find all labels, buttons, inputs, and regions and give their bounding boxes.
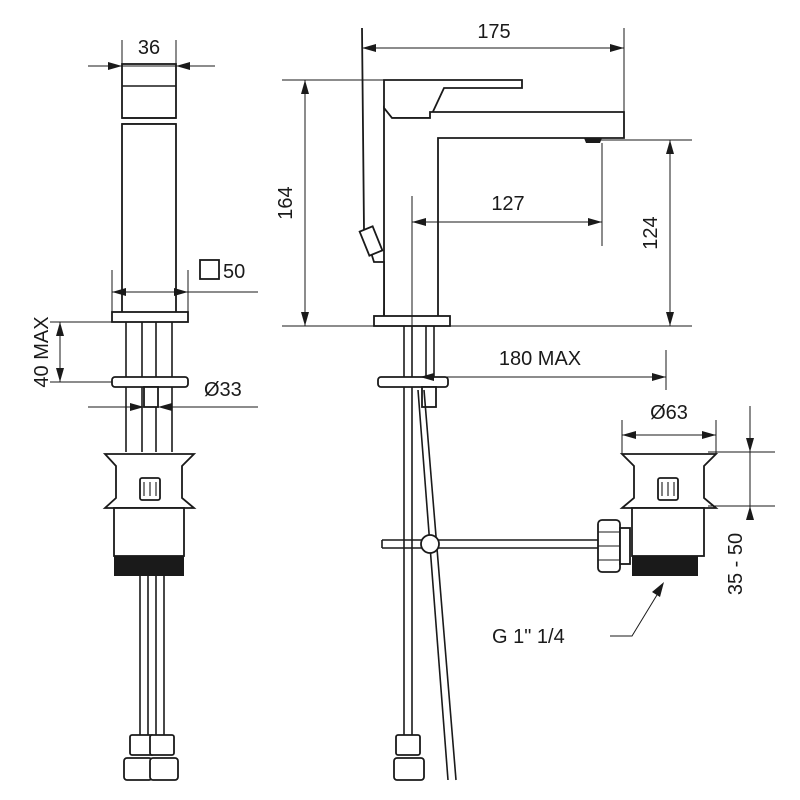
side-waste-thread	[632, 556, 698, 576]
side-view: 175 164 127 124	[275, 21, 775, 781]
dim-top-width: 36	[88, 37, 215, 70]
label-thread: G 1" 1/4	[492, 626, 565, 648]
dim-mount-thickness: 40 MAX	[31, 316, 112, 388]
dim-spout-height: 124	[596, 139, 692, 326]
label-waste-range: 35 - 50	[725, 533, 747, 595]
front-mount-plate	[111, 376, 189, 388]
front-waste-thread	[114, 556, 184, 576]
label-waste-diameter: Ø63	[650, 402, 688, 424]
dim-height: 164	[275, 79, 692, 327]
side-waste-body	[631, 507, 705, 557]
dim-total-depth: 175	[361, 21, 625, 112]
front-base	[111, 311, 189, 323]
front-body	[121, 123, 177, 321]
front-view: 36 50 40 MAX Ø33	[31, 37, 258, 781]
side-popup-lever	[361, 27, 385, 320]
label-total-depth: 175	[477, 21, 510, 43]
label-body-square: 50	[223, 261, 245, 283]
front-hose-nut-left	[123, 757, 153, 781]
callout-thread: G 1" 1/4	[492, 582, 664, 648]
side-ball-joint	[420, 534, 440, 554]
dim-spout-reach: 127	[411, 143, 603, 326]
label-top-width: 36	[138, 37, 160, 59]
square-outline-icon	[199, 259, 220, 280]
label-rod-length: 180 MAX	[499, 348, 581, 370]
side-aerator	[584, 138, 602, 143]
front-handle	[121, 63, 177, 119]
label-mount-thickness: 40 MAX	[31, 316, 53, 387]
dim-rod-length: 180 MAX	[420, 348, 667, 390]
dim-shank-diameter: Ø33	[88, 379, 258, 411]
side-mount-plate	[377, 376, 449, 388]
front-waste-body	[113, 507, 185, 557]
dim-body-square: 50	[111, 259, 258, 312]
front-hose-nut-right	[149, 757, 179, 781]
label-height: 164	[275, 186, 297, 219]
label-spout-height: 124	[640, 216, 662, 249]
front-shank-bolt	[143, 386, 159, 408]
dim-waste-diameter: Ø63	[621, 402, 717, 454]
label-shank-diameter: Ø33	[204, 379, 242, 401]
label-spout-reach: 127	[491, 193, 524, 215]
dim-waste-range: 35 - 50	[708, 406, 775, 595]
side-hose-nut	[393, 757, 425, 781]
